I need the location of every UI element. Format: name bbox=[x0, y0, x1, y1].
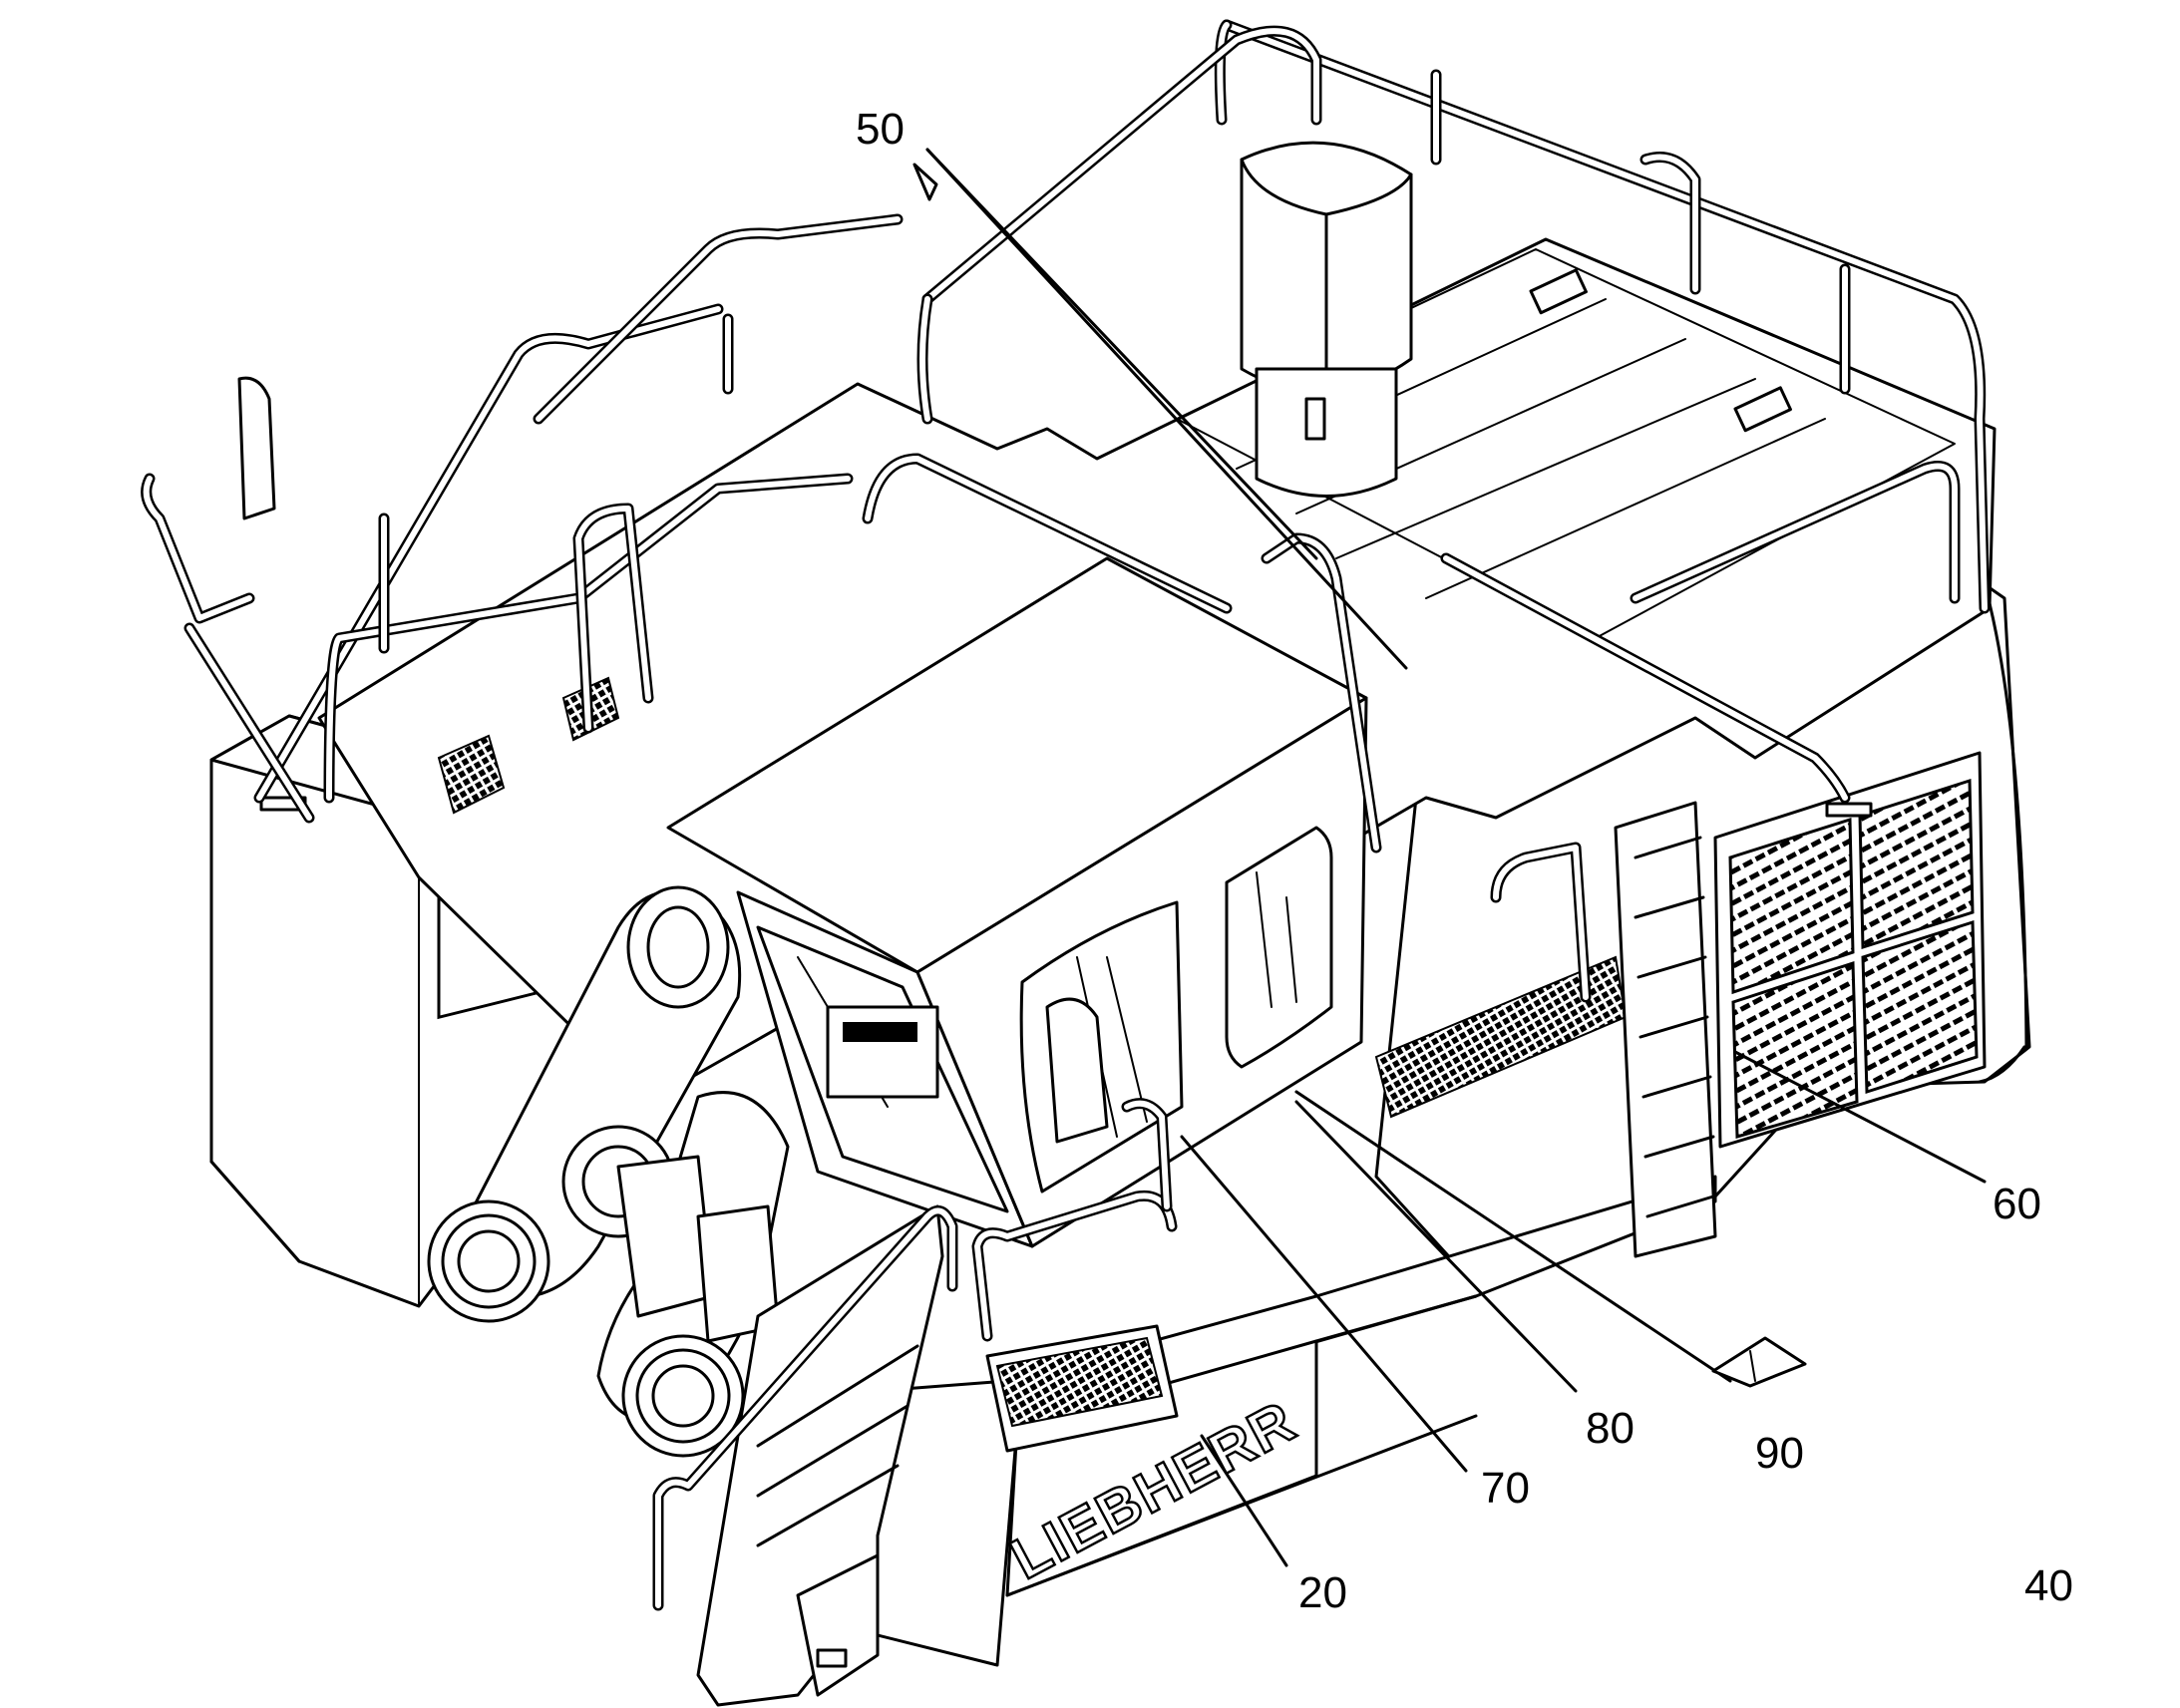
ref-50: 50 bbox=[856, 105, 905, 154]
rear-grille-panel bbox=[1713, 751, 1987, 1149]
leader-90 bbox=[1294, 1090, 1732, 1383]
exhaust-cylinder bbox=[1240, 141, 1413, 498]
ref-70: 70 bbox=[1481, 1464, 1530, 1513]
leader-50-a bbox=[925, 148, 1408, 670]
handrails bbox=[141, 19, 1991, 1611]
leader-70 bbox=[1180, 1135, 1468, 1473]
leader-20 bbox=[1200, 1434, 1288, 1567]
access-ladder bbox=[1614, 801, 1717, 1258]
leader-80 bbox=[1294, 1100, 1578, 1393]
front-stairway bbox=[696, 1204, 944, 1707]
left-deck-mesh bbox=[437, 734, 506, 815]
leader-50-b bbox=[925, 148, 1318, 560]
direction-marker-90 bbox=[1711, 1336, 1807, 1388]
ref-40: 40 bbox=[2024, 1561, 2073, 1610]
reference-numerals: 50 60 80 90 70 20 40 bbox=[856, 105, 2073, 1617]
ref-60: 60 bbox=[1993, 1180, 2041, 1228]
operator-cab bbox=[666, 556, 1628, 1453]
arrow-50 bbox=[912, 163, 938, 201]
leader-lines bbox=[912, 148, 1987, 1567]
boom-linkage bbox=[427, 885, 790, 1458]
excavator-upper-carriage: LIEBHERR bbox=[141, 19, 2031, 1707]
ref-20: 20 bbox=[1298, 1568, 1347, 1617]
ref-80: 80 bbox=[1586, 1404, 1635, 1453]
leader-60 bbox=[1733, 1050, 1987, 1184]
ref-90: 90 bbox=[1755, 1429, 1804, 1478]
